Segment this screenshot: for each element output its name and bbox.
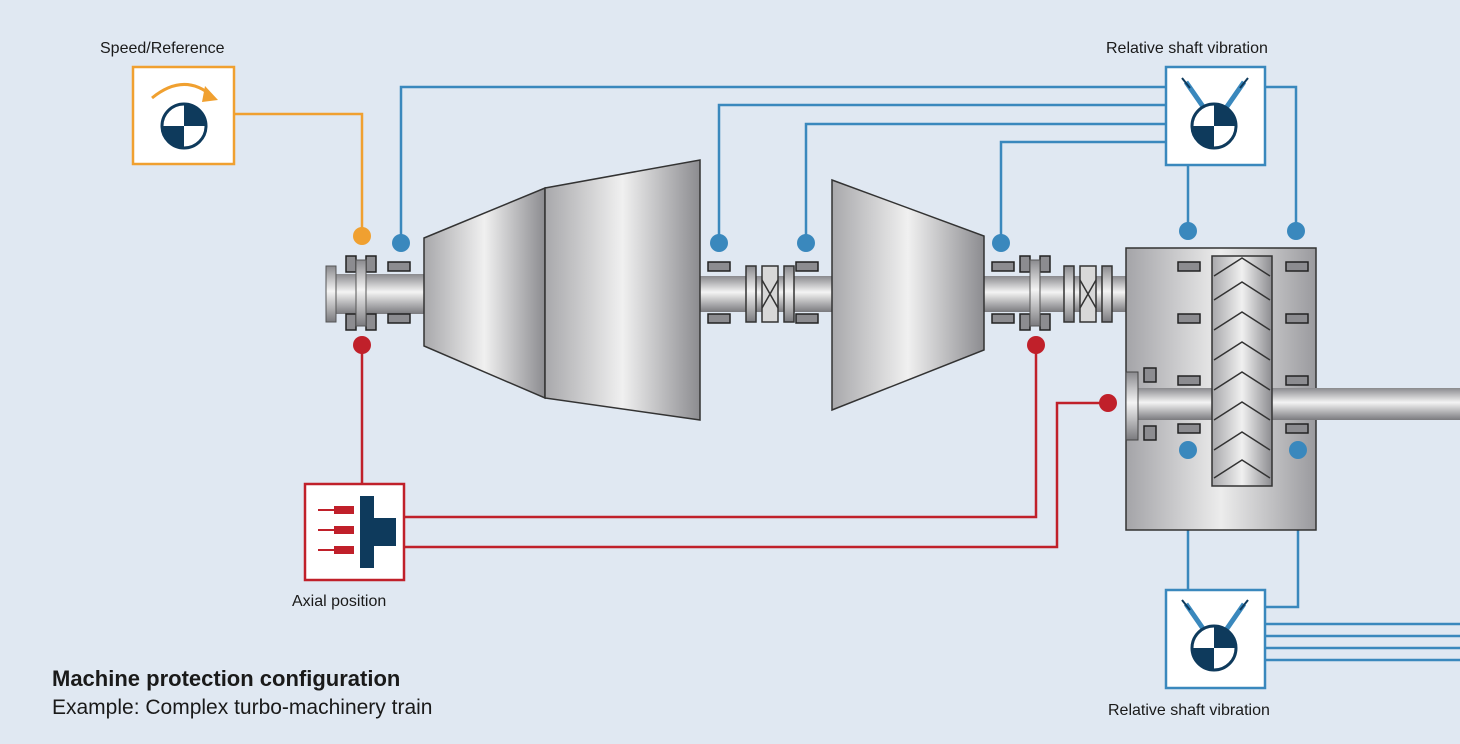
speed-reference-label: Speed/Reference (100, 40, 225, 57)
turbine-stage-2 (544, 159, 701, 421)
turbine-stage-1 (423, 186, 546, 400)
vibration-sensor-icon (1164, 65, 1267, 167)
axial-position-sensor-icon (303, 482, 406, 582)
axial-position-label: Axial position (292, 593, 387, 610)
speed-probe-dot (353, 227, 371, 245)
speed-sensor-icon (131, 65, 236, 166)
shaft-left (326, 274, 426, 314)
relative-shaft-vibration-label-bottom: Relative shaft vibration (1108, 702, 1270, 719)
shaft-flange-left (325, 265, 337, 323)
couplings (745, 265, 1113, 323)
vibration-sensor-icon (1164, 588, 1267, 690)
axial-wires (360, 346, 1108, 549)
output-flange (1125, 371, 1139, 441)
caption-subtitle: Example: Complex turbo-machinery train (52, 696, 433, 719)
relative-shaft-vibration-label-top: Relative shaft vibration (1106, 40, 1268, 57)
vibration-probe-dots (392, 222, 1307, 459)
thrust-discs (355, 259, 1041, 327)
bearings (387, 261, 1309, 441)
gearbox-output-shaft (1134, 388, 1460, 420)
vibration-wires-top (399, 85, 1298, 240)
gear-teeth (1213, 257, 1271, 479)
caption-title: Machine protection configuration (52, 666, 401, 691)
axial-probe-dots (353, 336, 1117, 412)
compressor (831, 178, 985, 412)
gear-wheel (1211, 255, 1273, 487)
thrust-collars (345, 255, 1051, 331)
speed-wire (234, 112, 364, 232)
